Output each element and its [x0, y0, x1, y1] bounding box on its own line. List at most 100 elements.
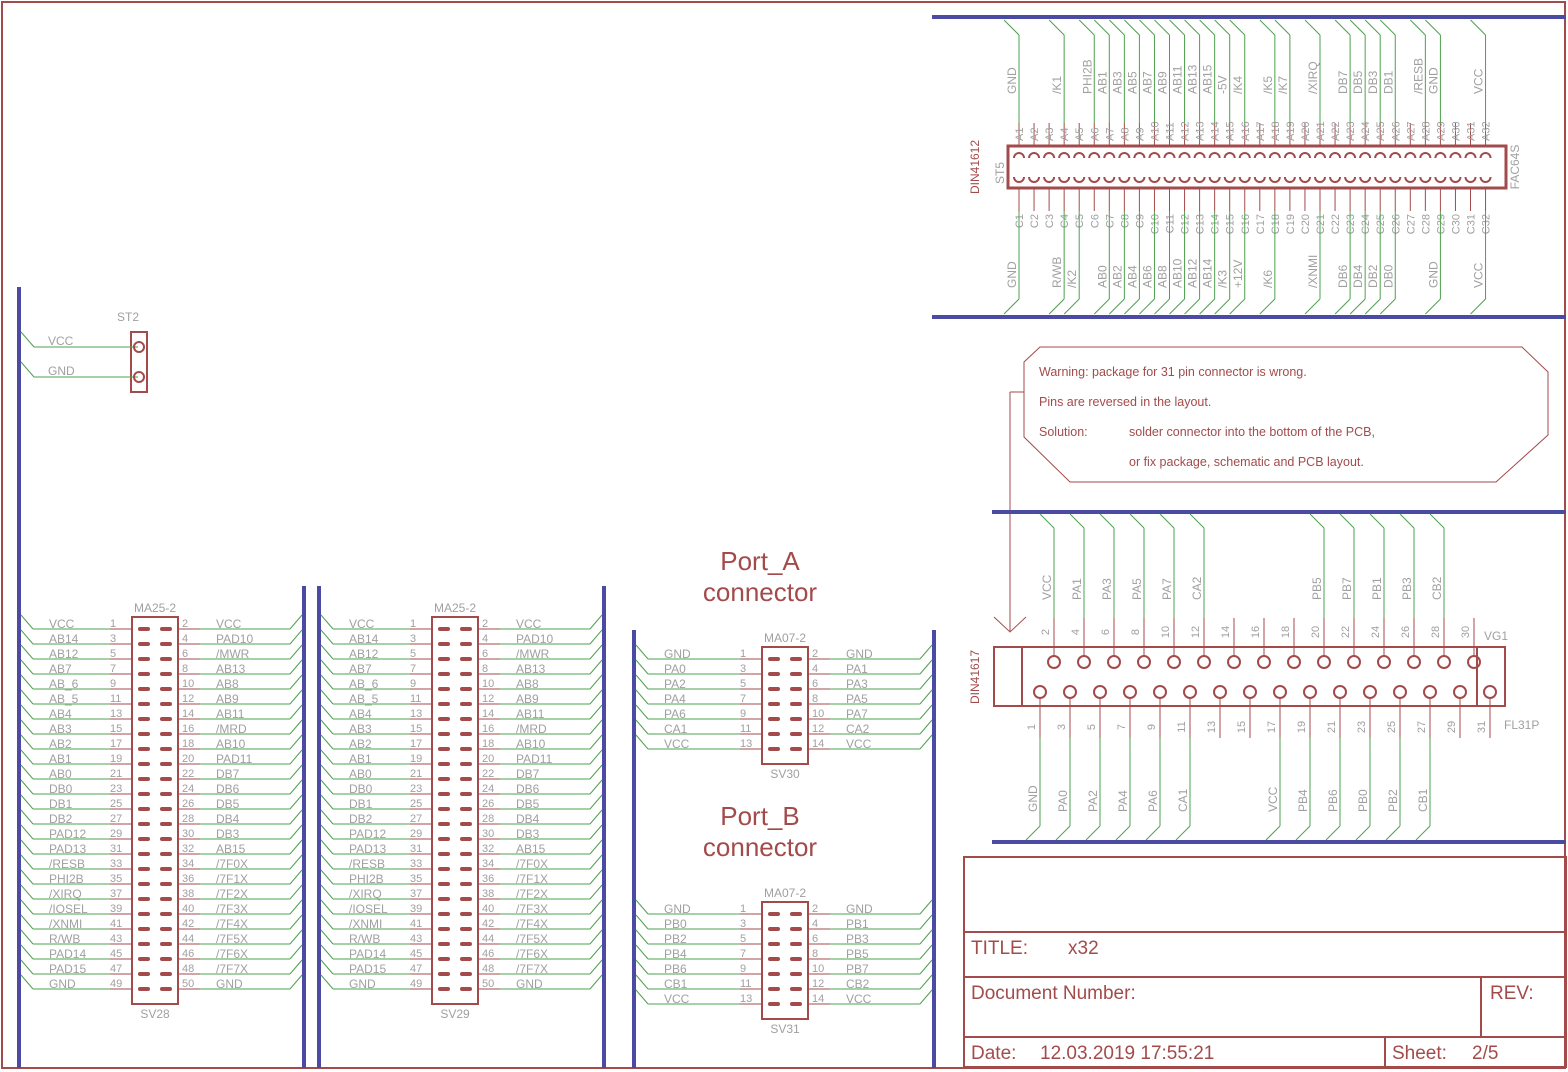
contact-c [1283, 176, 1296, 183]
pin-pad [160, 747, 172, 751]
vg1-pin-number: 6 [1100, 629, 1112, 635]
st2-pin-label: VCC [48, 334, 74, 348]
wire [589, 629, 603, 645]
pin-pad [1347, 655, 1361, 669]
sv28-right-label: /7F6X [216, 947, 248, 961]
sv28-right-label: /MWR [216, 647, 250, 661]
st5-pin-a: A2 [1029, 128, 1041, 141]
wire [320, 689, 334, 705]
pin-number: 38 [482, 888, 494, 900]
pin-pad [438, 912, 450, 916]
sv28-right-label: AB15 [216, 842, 246, 856]
wire [1364, 19, 1381, 36]
wire [1399, 513, 1415, 529]
wire [1199, 19, 1216, 36]
st5-pin-c: C15 [1225, 214, 1237, 234]
st5-a-signal: /RESB [1411, 58, 1425, 94]
sv31-right-label: PB1 [846, 917, 869, 931]
sv28-left-label: AB7 [49, 662, 72, 676]
st5-a-signal: GND [1426, 67, 1440, 94]
st5-c-signal: GND [1005, 261, 1019, 288]
vg1-pin-number: 8 [1130, 629, 1142, 635]
wire [1093, 19, 1110, 36]
sv28-right-label: /7F5X [216, 932, 248, 946]
wire [919, 689, 933, 705]
contact-c [1088, 176, 1101, 183]
contact-c [1253, 176, 1266, 183]
pin-number: 50 [182, 978, 194, 990]
pin-pad [1227, 655, 1241, 669]
st5-pin-a: A22 [1330, 121, 1342, 141]
contact-c [1073, 176, 1086, 183]
contact-a [1268, 152, 1281, 159]
wire [1409, 19, 1426, 36]
sv29-right-label: /MWR [516, 647, 550, 661]
st5-pin-a: A25 [1375, 121, 1387, 141]
vg1-even-signal: PA1 [1070, 578, 1084, 600]
wire [320, 899, 334, 915]
wire [1145, 825, 1161, 841]
sv28-right-label: DB3 [216, 827, 240, 841]
contact-a [1178, 152, 1191, 159]
pin-number: 13 [740, 738, 752, 750]
pin-number: 14 [482, 708, 494, 720]
sv30-right-label: CA2 [846, 722, 870, 736]
wire [320, 719, 334, 735]
wire [20, 779, 34, 795]
pin-number: 15 [410, 723, 422, 735]
st5-pin-a: A26 [1390, 121, 1402, 141]
pin-pad [438, 702, 450, 706]
contact-c [1163, 176, 1176, 183]
st5-c-signal: AB14 [1201, 258, 1215, 288]
wire [289, 929, 303, 945]
st5-pin-a: A20 [1300, 121, 1312, 141]
wire [1115, 825, 1131, 841]
vg1-even-signal: PA3 [1100, 578, 1114, 600]
arrow-down-icon [993, 616, 1027, 633]
pin-number: 1 [110, 618, 116, 630]
st5-pin-c: C22 [1330, 214, 1342, 234]
vg1-even-signal: PB5 [1310, 577, 1324, 600]
pin-pad [1213, 685, 1227, 699]
sv29-right-label: /MRD [516, 722, 547, 736]
pin-pad [160, 897, 172, 901]
st5-c-signal: AB0 [1095, 265, 1109, 288]
pin-pad [790, 687, 802, 691]
sv31-left-label: VCC [664, 992, 690, 1006]
wire [919, 899, 933, 915]
pin-pad [1467, 655, 1481, 669]
wire [320, 614, 334, 630]
wire [20, 674, 34, 690]
contact-c [1434, 176, 1447, 183]
pin-pad [138, 747, 150, 751]
pin-number: 48 [482, 963, 494, 975]
contact-c [1359, 176, 1372, 183]
pin-pad [460, 882, 472, 886]
contact-c [1193, 176, 1206, 183]
pin-pad [438, 792, 450, 796]
wire [320, 779, 334, 795]
wire [1139, 298, 1155, 315]
sv30-left-label: VCC [664, 737, 690, 751]
pin-pad [438, 732, 450, 736]
st5-a-signal: /K1 [1050, 76, 1064, 94]
pin-pad [138, 957, 150, 961]
contact-c [1374, 176, 1387, 183]
pin-pad [138, 732, 150, 736]
sv29-right-label: AB8 [516, 677, 539, 691]
pin-pad [1243, 685, 1257, 699]
pin-pad [460, 987, 472, 991]
wire [20, 944, 34, 960]
pin-number: 31 [110, 843, 122, 855]
sv29-right-label: AB11 [516, 707, 545, 721]
pin-pad [460, 717, 472, 721]
pin-number: 49 [110, 978, 122, 990]
pin-pad [460, 627, 472, 631]
pin-pad [1453, 685, 1467, 699]
contact-a [1449, 152, 1462, 159]
pin-number: 20 [482, 753, 494, 765]
pin-number: 4 [182, 633, 188, 645]
sv29-left-label: VCC [349, 617, 375, 631]
sv31-left-label: CB1 [664, 977, 688, 991]
